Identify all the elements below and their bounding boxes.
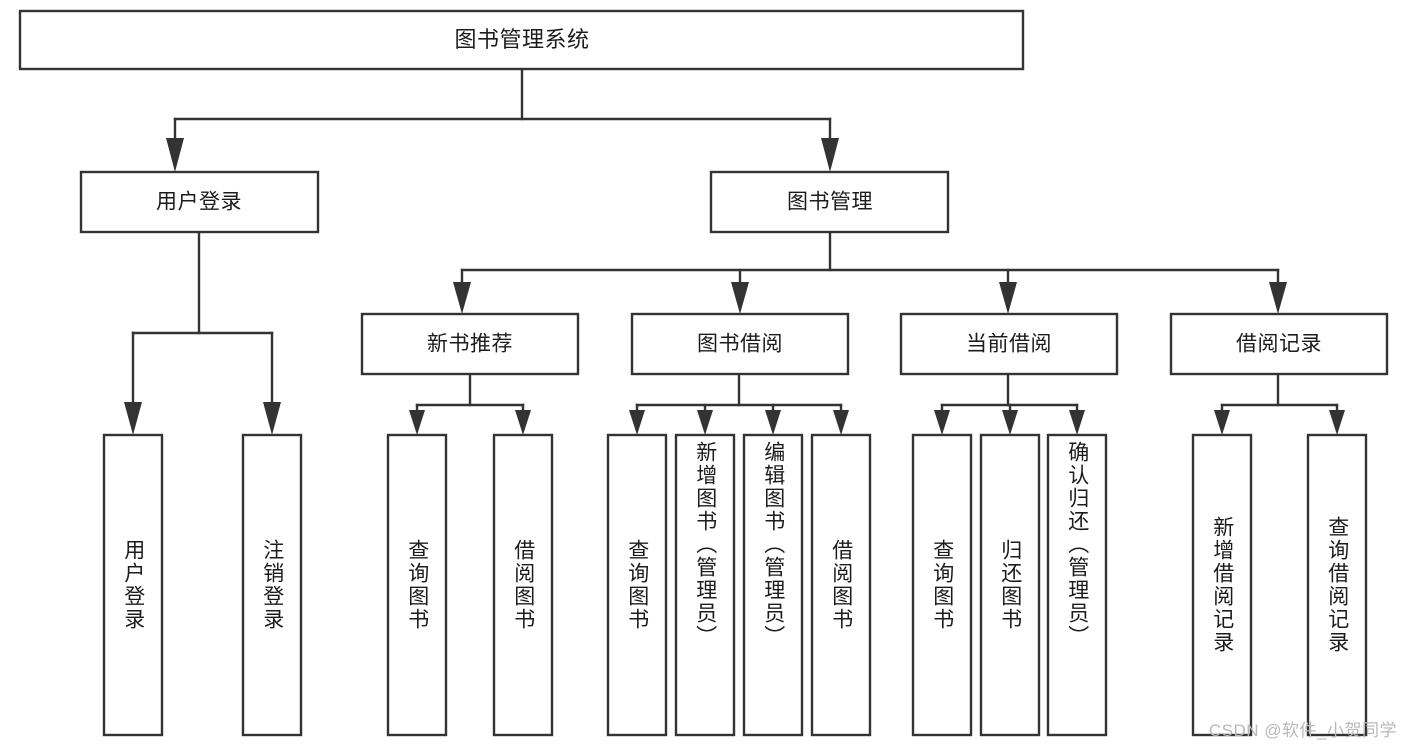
leaf-box-query-book-2[interactable] (606, 433, 668, 737)
arrow-borrow-record-leaf-2 (1329, 410, 1345, 435)
leaf-box-query-book-3[interactable] (911, 433, 973, 737)
arrow-root-to-user-login (166, 138, 184, 172)
arrow-book-borrow-leaf-1 (629, 410, 645, 435)
arrow-book-borrow-leaf-3 (765, 410, 781, 435)
arrow-current-borrow-leaf-3 (1069, 410, 1085, 435)
node-user-login-label: 用户登录 (156, 191, 242, 214)
arrow-to-new-book-recommend (453, 282, 471, 314)
arrow-new-book-leaf-1 (409, 410, 425, 435)
node-current-borrow[interactable]: 当前借阅 (899, 312, 1119, 376)
node-book-manage-label: 图书管理 (787, 191, 873, 214)
arrow-new-book-leaf-2 (515, 410, 531, 435)
node-new-book-recommend-label: 新书推荐 (427, 333, 513, 356)
arrow-to-current-borrow (999, 282, 1017, 314)
leaf-box-edit-book[interactable] (742, 433, 804, 737)
leaf-box-add-book[interactable] (674, 433, 736, 737)
arrow-to-borrow-record (1269, 282, 1287, 314)
node-root-title-label: 图书管理系统 (454, 27, 589, 52)
arrow-user-login-leaf-2 (263, 402, 281, 435)
leaf-box-borrow-book-2[interactable] (810, 433, 872, 737)
node-borrow-record-label: 借阅记录 (1236, 333, 1322, 356)
arrow-to-book-borrow (731, 282, 749, 314)
arrow-root-to-book-manage (821, 138, 839, 172)
leaf-box-borrow-book-1[interactable] (492, 433, 554, 737)
arrow-borrow-record-leaf-1 (1214, 410, 1230, 435)
arrow-book-borrow-leaf-2 (697, 410, 713, 435)
watermark-text: CSDN @软件_小贺同学 (1208, 721, 1397, 740)
leaf-box-logout[interactable] (241, 433, 303, 737)
leaf-box-group (102, 433, 1368, 737)
leaf-box-confirm-return[interactable] (1046, 433, 1108, 737)
node-new-book-recommend[interactable]: 新书推荐 (360, 312, 580, 376)
leaf-box-query-book-1[interactable] (386, 433, 448, 737)
node-book-borrow-label: 图书借阅 (697, 333, 783, 356)
node-borrow-record[interactable]: 借阅记录 (1169, 312, 1389, 376)
connector-group (124, 67, 1345, 435)
arrow-current-borrow-leaf-1 (934, 410, 950, 435)
leaf-box-add-borrow-record[interactable] (1191, 433, 1253, 737)
arrow-current-borrow-leaf-2 (1002, 410, 1018, 435)
arrow-book-borrow-leaf-4 (833, 410, 849, 435)
arrow-user-login-leaf-1 (124, 402, 142, 435)
leaf-box-return-book[interactable] (979, 433, 1041, 737)
leaf-box-query-borrow-record[interactable] (1306, 433, 1368, 737)
node-book-manage[interactable]: 图书管理 (709, 170, 950, 234)
leaf-box-user-login[interactable] (102, 433, 164, 737)
node-user-login[interactable]: 用户登录 (79, 170, 320, 234)
node-current-borrow-label: 当前借阅 (966, 333, 1052, 356)
node-book-borrow[interactable]: 图书借阅 (630, 312, 850, 376)
node-root-title[interactable]: 图书管理系统 (18, 9, 1025, 71)
